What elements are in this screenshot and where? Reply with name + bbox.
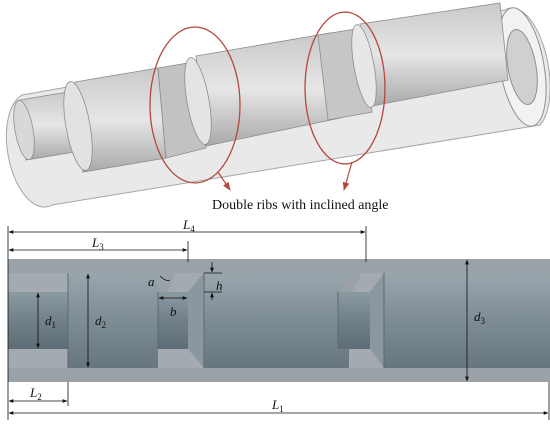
label-h: h [216, 278, 223, 293]
label-b: b [170, 304, 177, 319]
rib-2 [340, 273, 362, 292]
label-L3: L3 [91, 235, 104, 252]
rib-highlight-ellipse-1 [149, 26, 241, 184]
core-step-face-1 [63, 81, 93, 171]
core-left-end-face [13, 100, 35, 160]
label-d2: d2 [95, 313, 106, 330]
rib-2-neck [338, 292, 370, 349]
bore-d2-seg-1 [68, 273, 158, 368]
callout-arrow-2 [342, 161, 353, 191]
label-L1: L1 [271, 397, 284, 414]
labels: L4 L3 L2 L1 d1 d2 d3 a b h [29, 217, 486, 414]
rib-1-neck [158, 292, 188, 349]
bottom-wall [8, 368, 550, 382]
top-wall [8, 259, 550, 273]
caption: Double ribs with inclined angle [212, 198, 389, 213]
rib-2-slope [370, 273, 384, 368]
core-step-face-2 [184, 57, 212, 145]
rib-1-slope [188, 273, 204, 368]
inner-bore-end [506, 28, 538, 106]
label-d3: d3 [474, 309, 486, 326]
rib-highlight-ellipse-2 [304, 11, 386, 165]
label-d1: d1 [45, 313, 56, 330]
label-a: a [148, 274, 155, 289]
label-L4: L4 [182, 217, 195, 234]
callout-arrow-1 [217, 171, 231, 191]
dimensions [7, 226, 550, 420]
bore-d2-seg-2 [204, 273, 349, 368]
dim-a-arc [159, 275, 171, 281]
pipe-3d-view [5, 2, 550, 208]
section-view [8, 259, 550, 382]
label-L2: L2 [29, 385, 42, 402]
core-step-face-3 [351, 24, 377, 108]
